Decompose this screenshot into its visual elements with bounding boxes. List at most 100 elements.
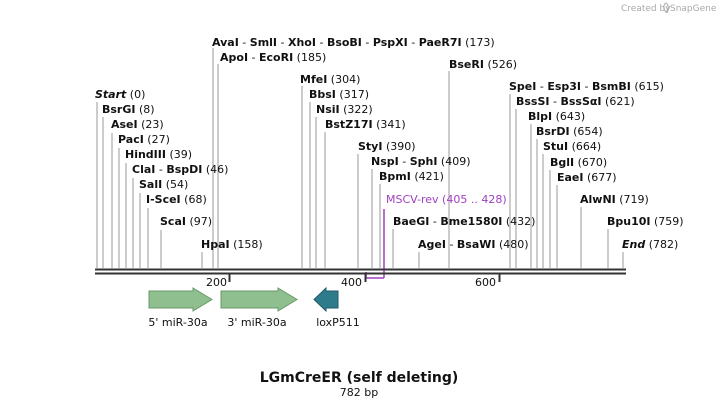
site-label-segment: - xyxy=(429,215,440,228)
site-label-segment: NspI xyxy=(371,155,399,168)
site-label-i-scei[interactable]: I-SceI (68) xyxy=(146,193,207,206)
site-label-segment: ClaI xyxy=(132,163,155,176)
feature-loxp511[interactable]: loxP511 xyxy=(313,286,360,329)
site-label-segment: - xyxy=(248,51,259,64)
site-label-segment: BssSαI xyxy=(560,95,601,108)
site-label-nsii[interactable]: NsiI (322) xyxy=(316,103,373,116)
site-label-segment: (97) xyxy=(186,215,212,228)
site-label-segment: BseRI xyxy=(449,58,484,71)
site-label-segment: AseI xyxy=(111,118,138,131)
site-label-segment: I-SceI xyxy=(146,193,181,206)
site-label-hindiii[interactable]: HindIII (39) xyxy=(125,148,192,161)
site-label-mfei[interactable]: MfeI (304) xyxy=(300,73,360,86)
site-label-baegi-group[interactable]: BaeGI - Bme1580I (432) xyxy=(393,215,535,228)
feature-3-mir-30a[interactable]: 3' miR-30a xyxy=(220,287,298,329)
site-label-blpi[interactable]: BlpI (643) xyxy=(528,110,585,123)
site-label-segment: BglI xyxy=(550,156,574,169)
site-label-end[interactable]: End (782) xyxy=(622,238,678,251)
site-label-eaei[interactable]: EaeI (677) xyxy=(557,171,617,184)
site-label-segment: (68) xyxy=(181,193,207,206)
site-label-segment: BspDI xyxy=(166,163,202,176)
site-label-segment: PaeR7I xyxy=(419,36,462,49)
site-label-spei-group[interactable]: SpeI - Esp3I - BsmBI (615) xyxy=(509,80,664,93)
site-label-segment: (317) xyxy=(336,88,369,101)
map-title: LGmCreER (self deleting) xyxy=(260,370,459,386)
site-label-scai[interactable]: ScaI (97) xyxy=(160,215,212,228)
site-label-segment: (158) xyxy=(230,238,263,251)
site-label-styi[interactable]: StyI (390) xyxy=(358,140,416,153)
site-label-alwni[interactable]: AlwNI (719) xyxy=(580,193,649,206)
site-label-stui[interactable]: StuI (664) xyxy=(543,140,601,153)
site-label-segment: (46) xyxy=(202,163,228,176)
site-label-segment: - xyxy=(536,80,547,93)
site-label-bsrgi[interactable]: BsrGI (8) xyxy=(102,103,155,116)
feature-arrow xyxy=(220,287,298,312)
site-label-bseri[interactable]: BseRI (526) xyxy=(449,58,517,71)
feature-label: 5' miR-30a xyxy=(148,316,207,329)
site-label-segment: BlpI xyxy=(528,110,552,123)
site-label-segment: EaeI xyxy=(557,171,584,184)
site-label-segment: Bpu10I xyxy=(607,215,651,228)
site-label-segment: SphI xyxy=(410,155,438,168)
site-label-segment: (782) xyxy=(645,238,678,251)
site-label-segment: BaeGI xyxy=(393,215,429,228)
site-label-bpu10i[interactable]: Bpu10I (759) xyxy=(607,215,684,228)
site-label-clai-group[interactable]: ClaI - BspDI (46) xyxy=(132,163,228,176)
site-label-segment: (409) xyxy=(437,155,470,168)
site-label-avai-group[interactable]: AvaI - SmlI - XhoI - BsoBI - PspXI - Pae… xyxy=(212,36,495,49)
site-label-segment: (390) xyxy=(382,140,415,153)
site-label-bbsi[interactable]: BbsI (317) xyxy=(309,88,369,101)
site-label-segment: (54) xyxy=(162,178,188,191)
site-label-segment: PacI xyxy=(118,133,144,146)
site-label-segment: BpmI xyxy=(379,170,411,183)
site-label-segment: - xyxy=(155,163,166,176)
site-label-segment: (304) xyxy=(327,73,360,86)
site-label-sali[interactable]: SalI (54) xyxy=(139,178,188,191)
site-label-segment: - xyxy=(277,36,288,49)
site-label-bsssi-group[interactable]: BssSI - BssSαI (621) xyxy=(516,95,635,108)
primer-msvc-rev-bracket xyxy=(365,209,385,279)
site-label-segment: Start xyxy=(95,88,127,101)
site-label-segment: (654) xyxy=(570,125,603,138)
site-label-bpmi[interactable]: BpmI (421) xyxy=(379,170,444,183)
ruler: 200 400 600 xyxy=(206,273,501,289)
site-label-segment: (23) xyxy=(138,118,164,131)
site-label-segment: BstZ17I xyxy=(325,118,373,131)
site-label-segment: (8) xyxy=(135,103,154,116)
site-label-paci[interactable]: PacI (27) xyxy=(118,133,170,146)
site-label-segment: - xyxy=(239,36,250,49)
site-label-apoi-group[interactable]: ApoI - EcoRI (185) xyxy=(220,51,326,64)
site-label-bstz17i[interactable]: BstZ17I (341) xyxy=(325,118,406,131)
snapgene-logo-icon xyxy=(663,2,669,13)
site-label-bgli[interactable]: BglI (670) xyxy=(550,156,607,169)
ruler-tick-label: 600 xyxy=(475,276,496,289)
site-label-start[interactable]: Start (0) xyxy=(95,88,145,101)
site-label-segment: (480) xyxy=(496,238,529,251)
site-label-segment: (643) xyxy=(552,110,585,123)
site-label-segment: - xyxy=(408,36,419,49)
site-label-segment: MSCV-rev xyxy=(386,193,439,206)
site-label-segment: BsrGI xyxy=(102,103,135,116)
site-label-bsrdi[interactable]: BsrDI (654) xyxy=(536,125,603,138)
feature-5-mir-30a[interactable]: 5' miR-30a xyxy=(148,287,213,329)
site-label-asei[interactable]: AseI (23) xyxy=(111,118,164,131)
feature-label: loxP511 xyxy=(316,316,360,329)
ruler-tick-label: 400 xyxy=(341,276,362,289)
site-label-agei-group[interactable]: AgeI - BsaWI (480) xyxy=(418,238,529,251)
site-label-segment: - xyxy=(399,155,410,168)
site-label-segment: HindIII xyxy=(125,148,166,161)
site-label-segment: (185) xyxy=(293,51,326,64)
site-label-segment: (27) xyxy=(144,133,170,146)
feature-label: 3' miR-30a xyxy=(227,316,286,329)
site-label-nspi-group[interactable]: NspI - SphI (409) xyxy=(371,155,471,168)
site-label-segment: BssSI xyxy=(516,95,550,108)
credit-text: Created by xyxy=(621,4,671,14)
restriction-site-labels: AvaI - SmlI - XhoI - BsoBI - PspXI - Pae… xyxy=(95,36,684,251)
site-label-hpai[interactable]: HpaI (158) xyxy=(201,238,263,251)
site-label-segment: BsrDI xyxy=(536,125,570,138)
site-label-segment: Bme1580I xyxy=(440,215,502,228)
site-label-segment: (0) xyxy=(126,88,145,101)
feature-arrow xyxy=(148,287,213,312)
site-label-msvc-rev[interactable]: MSCV-rev (405 .. 428) xyxy=(386,193,507,206)
site-label-segment: (526) xyxy=(484,58,517,71)
